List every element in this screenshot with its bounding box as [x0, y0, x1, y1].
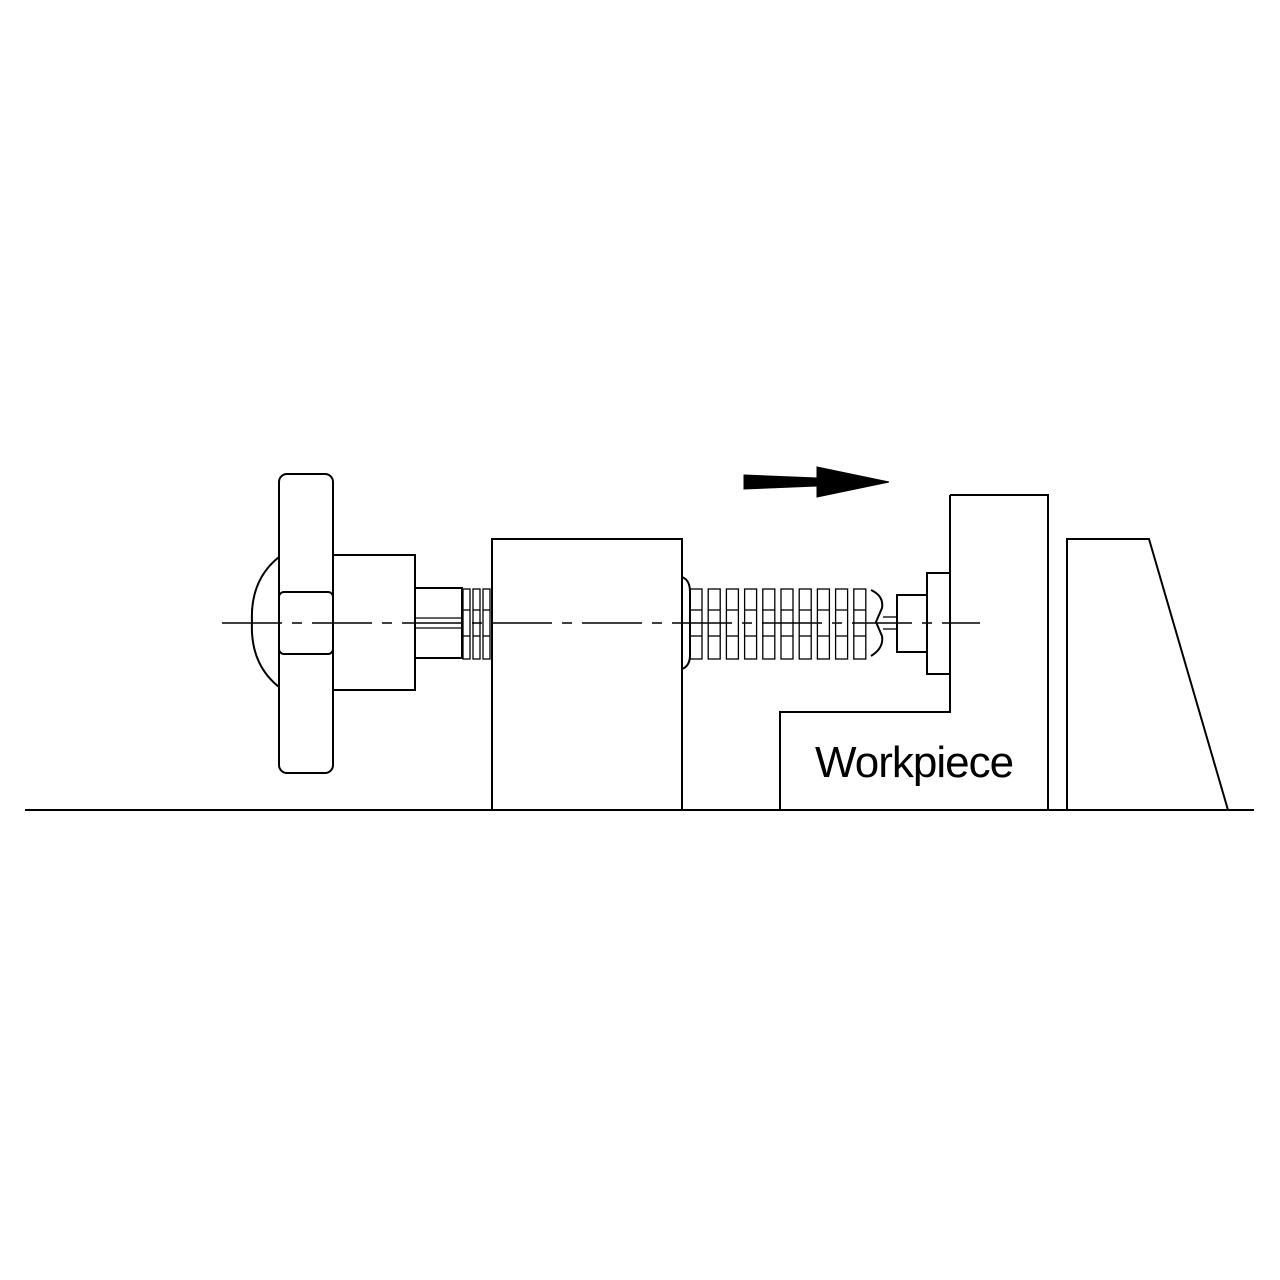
long-thread-tooth [798, 588, 812, 660]
long-thread-tooth [762, 588, 776, 660]
wedge-stop [1066, 538, 1229, 811]
long-thread-tooth [780, 588, 794, 660]
workpiece-label: Workpiece [815, 738, 1013, 787]
movable-jaw [779, 494, 1049, 810]
long-thread-tooth [834, 588, 849, 660]
thread-tip [870, 589, 884, 657]
hand-wheel-dome [250, 556, 280, 688]
short-thread [462, 588, 491, 660]
long-thread-tooth [743, 588, 758, 660]
long-thread-tooth [725, 588, 740, 660]
long-thread-tooth [816, 588, 831, 660]
fixed-block [491, 538, 683, 811]
long-thread-tooth [853, 588, 867, 660]
short-thread-tooth [482, 588, 491, 660]
short-thread-tooth [462, 588, 471, 660]
short-thread-tooth [472, 588, 481, 660]
long-thread-tooth [689, 588, 703, 660]
long-thread-tooth [707, 588, 721, 660]
direction-arrow-icon [743, 466, 890, 498]
long-thread [689, 588, 867, 660]
